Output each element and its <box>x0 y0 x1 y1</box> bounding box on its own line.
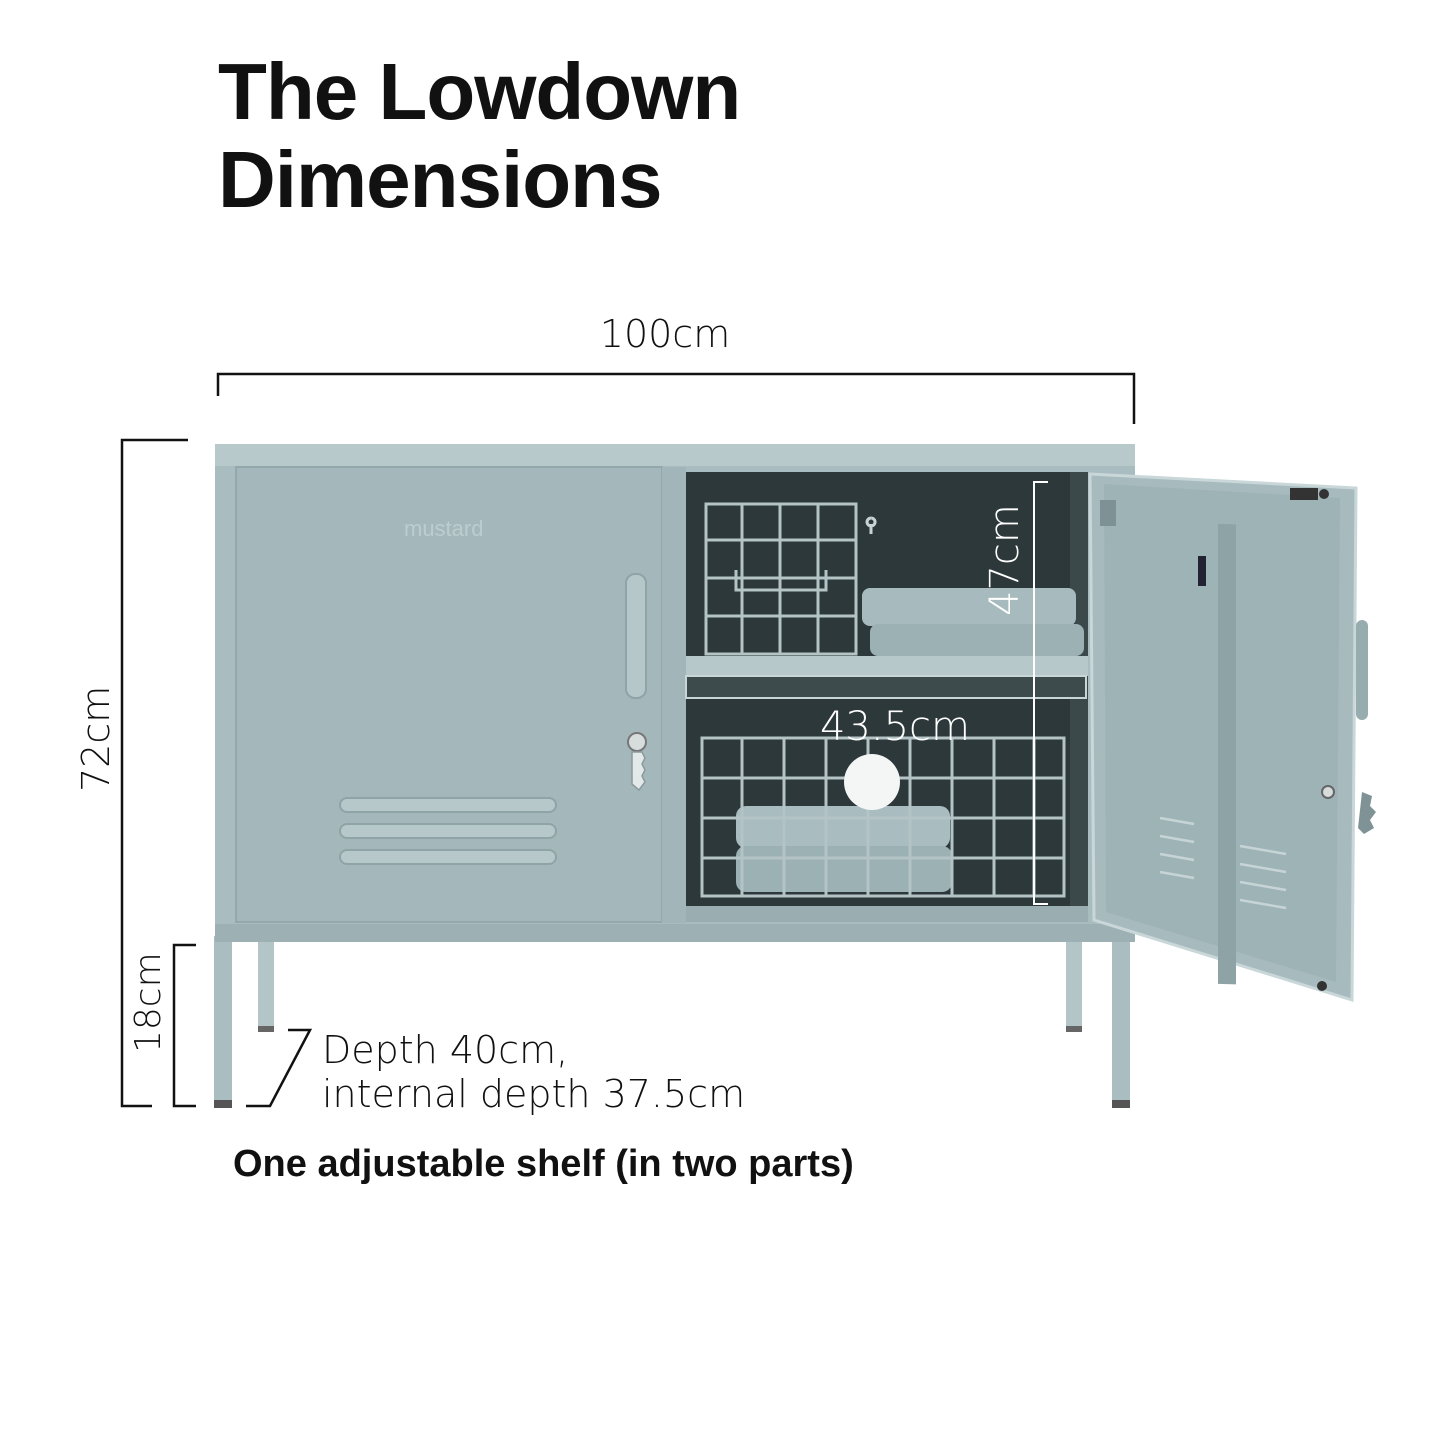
folded-towel <box>736 806 950 848</box>
cable-hole <box>844 754 900 810</box>
folded-towel <box>736 846 952 892</box>
title-line-1: The Lowdown <box>218 47 741 136</box>
height-label: 72cm <box>74 685 118 792</box>
leg-back-left <box>258 936 274 1032</box>
leg-back-right <box>1066 936 1082 1032</box>
key-icon <box>1358 792 1376 834</box>
left-door <box>235 466 663 923</box>
width-label: 100cm <box>599 312 731 356</box>
lock-icon <box>1321 785 1335 799</box>
upper-wire-basket <box>704 502 858 656</box>
leg-height-label: 18cm <box>128 952 169 1053</box>
lock-icon <box>627 732 647 752</box>
depth-label-line-2: internal depth 37.5cm <box>322 1072 746 1116</box>
folded-towel <box>870 624 1084 656</box>
height-dimension-line <box>120 438 188 1108</box>
cabinet: mustard <box>214 444 1376 1108</box>
width-dimension-line <box>216 372 1136 424</box>
depth-dimension-line <box>246 1028 313 1108</box>
shelf-height-label: 47cm <box>982 504 1028 616</box>
leg-front-right <box>1112 936 1130 1106</box>
key-icon <box>631 751 646 792</box>
title-line-2: Dimensions <box>218 135 662 224</box>
page-title: The Lowdown Dimensions <box>218 47 741 224</box>
shelf-height-guide <box>1033 481 1048 905</box>
adjustable-shelf <box>686 656 1088 676</box>
door-vents <box>339 797 557 865</box>
leg-height-dimension-line <box>172 943 196 1108</box>
depth-label-line-1: Depth 40cm, <box>322 1028 569 1072</box>
leg-front-left <box>214 936 232 1106</box>
depth-label: Depth 40cm, internal depth 37.5cm <box>322 1028 745 1116</box>
hinge <box>1100 500 1116 526</box>
folded-towel <box>862 588 1076 626</box>
shelf-note: One adjustable shelf (in two parts) <box>233 1143 854 1185</box>
door-handle <box>625 573 647 699</box>
brand-logo: mustard <box>404 516 483 541</box>
shelf-width-label: 43.5cm <box>819 704 971 750</box>
